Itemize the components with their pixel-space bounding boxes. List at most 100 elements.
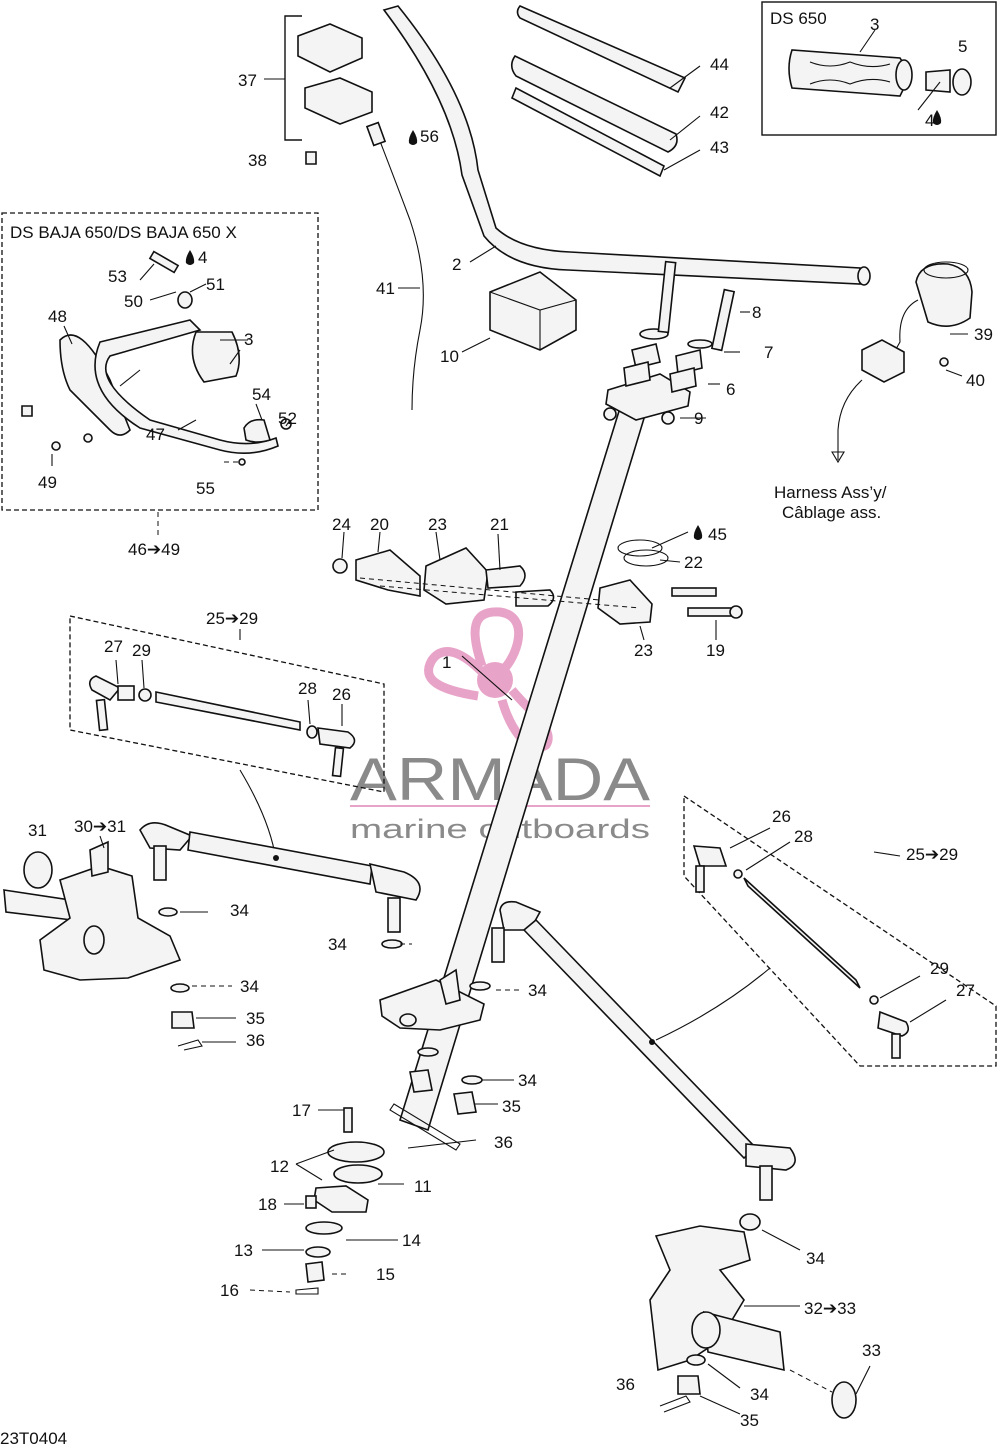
callout-4: 4	[925, 111, 934, 130]
drop-icon	[185, 250, 195, 265]
part-callouts: DS 650 DS BAJA 650/DS BAJA 650 X 46➔49 2…	[0, 9, 993, 1448]
callout-3b: 3	[244, 330, 253, 349]
callout-36b: 36	[494, 1133, 513, 1152]
callout-47: 47	[146, 425, 165, 444]
callout-17: 17	[292, 1101, 311, 1120]
callout-26: 26	[332, 685, 351, 704]
callout-11: 11	[414, 1177, 432, 1196]
callout-48: 48	[48, 307, 67, 326]
callout-29b: 29	[930, 959, 949, 978]
callout-33: 33	[862, 1341, 881, 1360]
callout-45: 45	[708, 525, 727, 544]
callout-24: 24	[332, 515, 351, 534]
callout-13: 13	[234, 1241, 253, 1260]
callout-50: 50	[124, 292, 143, 311]
callout-27b: 27	[956, 981, 975, 1000]
callout-29: 29	[132, 641, 151, 660]
callout-10: 10	[440, 347, 459, 366]
baja-header: DS BAJA 650/DS BAJA 650 X	[10, 223, 237, 242]
tierod-right-range: 25➔29	[906, 845, 958, 864]
callout-36a: 36	[246, 1031, 265, 1050]
left-tierod	[139, 822, 421, 933]
callout-56: 56	[420, 127, 439, 146]
callout-32-33: 32➔33	[804, 1299, 856, 1318]
callout-34g: 34	[750, 1385, 769, 1404]
callout-31: 31	[28, 821, 47, 840]
callout-18: 18	[258, 1195, 277, 1214]
baja-inset	[1, 212, 319, 535]
callout-26b: 26	[772, 807, 791, 826]
callout-22: 22	[684, 553, 703, 572]
propeller-hub	[477, 662, 513, 698]
callout-20: 20	[370, 515, 389, 534]
drop-icon	[408, 130, 418, 145]
switch-housing	[264, 15, 373, 165]
callout-19: 19	[706, 641, 725, 660]
callout-28: 28	[298, 679, 317, 698]
callout-34e: 34	[518, 1071, 537, 1090]
callout-41: 41	[376, 279, 395, 298]
callout-52: 52	[278, 409, 297, 428]
callout-35b: 35	[502, 1097, 521, 1116]
lubricant-drop-icons	[185, 110, 942, 540]
callout-12: 12	[270, 1157, 289, 1176]
pitman-linkage	[332, 531, 743, 641]
callout-34b: 34	[328, 935, 347, 954]
right-knuckle	[649, 1213, 871, 1419]
drop-icon	[693, 525, 703, 540]
callout-43: 43	[710, 138, 729, 157]
callout-23b: 23	[634, 641, 653, 660]
callout-5: 5	[958, 37, 967, 56]
callout-35a: 35	[246, 1009, 265, 1028]
callout-44: 44	[710, 55, 729, 74]
baja-range: 46➔49	[128, 540, 180, 559]
callout-39: 39	[974, 325, 993, 344]
left-knuckle	[3, 835, 236, 1051]
handlebar	[382, 5, 871, 286]
tierod-inset-upper	[69, 615, 385, 861]
callout-7: 7	[764, 343, 773, 362]
drop-icon	[932, 110, 942, 125]
callout-55: 55	[196, 479, 215, 498]
harness-line2: Câblage ass.	[782, 503, 881, 522]
right-tierod	[491, 900, 796, 1201]
callout-34a: 34	[230, 901, 249, 920]
leader-lines	[51, 65, 968, 466]
callout-36c: 36	[616, 1375, 635, 1394]
callout-8: 8	[752, 303, 761, 322]
callout-14: 14	[402, 1231, 421, 1250]
callout-42: 42	[710, 103, 729, 122]
callout-6: 6	[726, 380, 735, 399]
callout-2: 2	[452, 255, 461, 274]
callout-54: 54	[252, 385, 271, 404]
callout-1: 1	[442, 653, 451, 672]
ds650-inset	[761, 1, 997, 136]
callout-34c: 34	[240, 977, 259, 996]
callout-23: 23	[428, 515, 447, 534]
ds650-header: DS 650	[770, 9, 827, 28]
callout-51: 51	[206, 275, 225, 294]
callout-28b: 28	[794, 827, 813, 846]
tierod-upper-range: 25➔29	[206, 609, 258, 628]
steering-column	[379, 260, 750, 1132]
callout-9: 9	[694, 409, 703, 428]
callout-3: 3	[870, 15, 879, 34]
callout-30-31: 30➔31	[74, 817, 126, 836]
harness-line1: Harness Ass’y/	[774, 483, 887, 502]
callout-27: 27	[104, 637, 123, 656]
callout-15: 15	[376, 1265, 395, 1284]
callout-38: 38	[248, 151, 267, 170]
throttle-cable	[365, 121, 424, 411]
callout-49: 49	[38, 473, 57, 492]
diagram-code: 23T0404	[0, 1429, 67, 1448]
callout-35c: 35	[740, 1411, 759, 1430]
callout-34d: 34	[528, 981, 547, 1000]
handlebar-clamp-cover	[489, 271, 577, 351]
callout-53: 53	[108, 267, 127, 286]
callout-40: 40	[966, 371, 985, 390]
callout-16: 16	[220, 1281, 239, 1300]
column-hardware	[249, 939, 520, 1295]
callout-37: 37	[238, 71, 257, 90]
handlebar-pads	[510, 5, 687, 178]
